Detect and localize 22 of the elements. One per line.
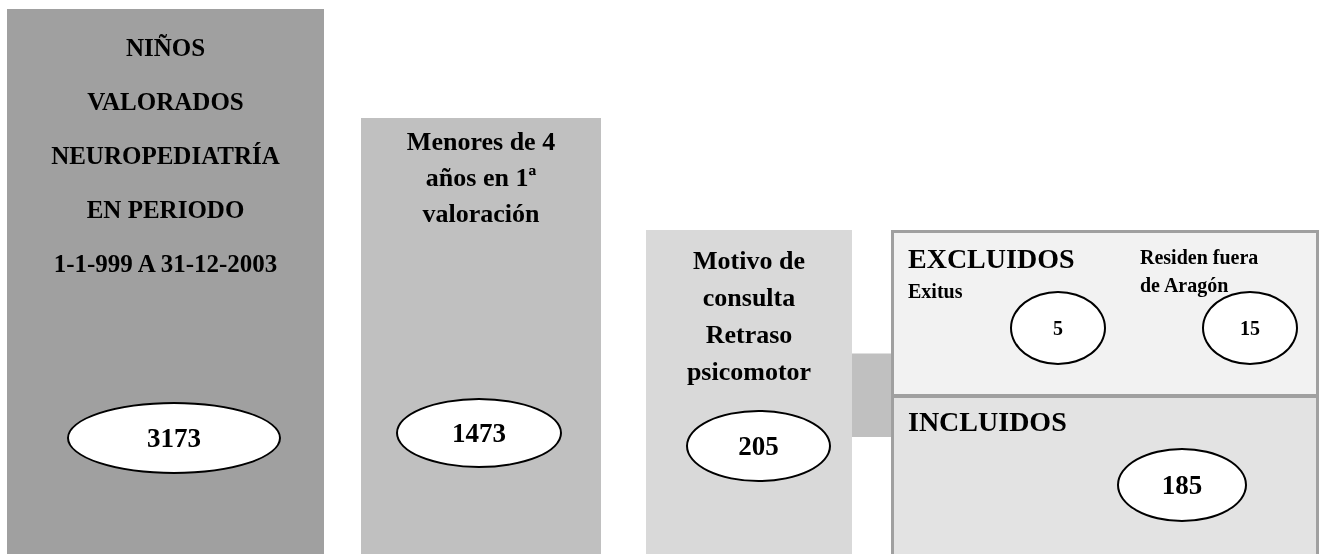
- heading-text: VALORADOS: [86, 87, 245, 117]
- count-ellipse: 205: [686, 410, 831, 482]
- excluded-panel: [891, 230, 1319, 397]
- heading-text: EN PERIODO: [85, 195, 246, 225]
- heading-text: Motivo de consulta Retraso psicomotor: [685, 245, 813, 388]
- heading-text: EXCLUIDOS: [908, 243, 1076, 275]
- category-column: [646, 230, 852, 554]
- heading-text: Menores de 4 años en 1ª valoración: [405, 126, 557, 230]
- included-panel: [891, 395, 1319, 554]
- heading-text: 1-1-999 A 31-12-2003: [52, 249, 279, 279]
- count-ellipse: 3173: [67, 402, 281, 474]
- category-column: [7, 9, 324, 554]
- count-ellipse: 1473: [396, 398, 562, 468]
- category-column: [361, 118, 601, 554]
- count-ellipse: 185: [1117, 448, 1247, 522]
- heading-text: NIÑOS: [124, 33, 207, 63]
- subgroup-label: Exitus: [908, 279, 964, 303]
- connector-bar: [852, 395, 891, 437]
- heading-text: INCLUIDOS: [908, 406, 1068, 438]
- count-ellipse: 5: [1010, 291, 1106, 365]
- heading-text: NEUROPEDIATRÍA: [50, 141, 281, 171]
- connector-bar: [852, 353, 891, 396]
